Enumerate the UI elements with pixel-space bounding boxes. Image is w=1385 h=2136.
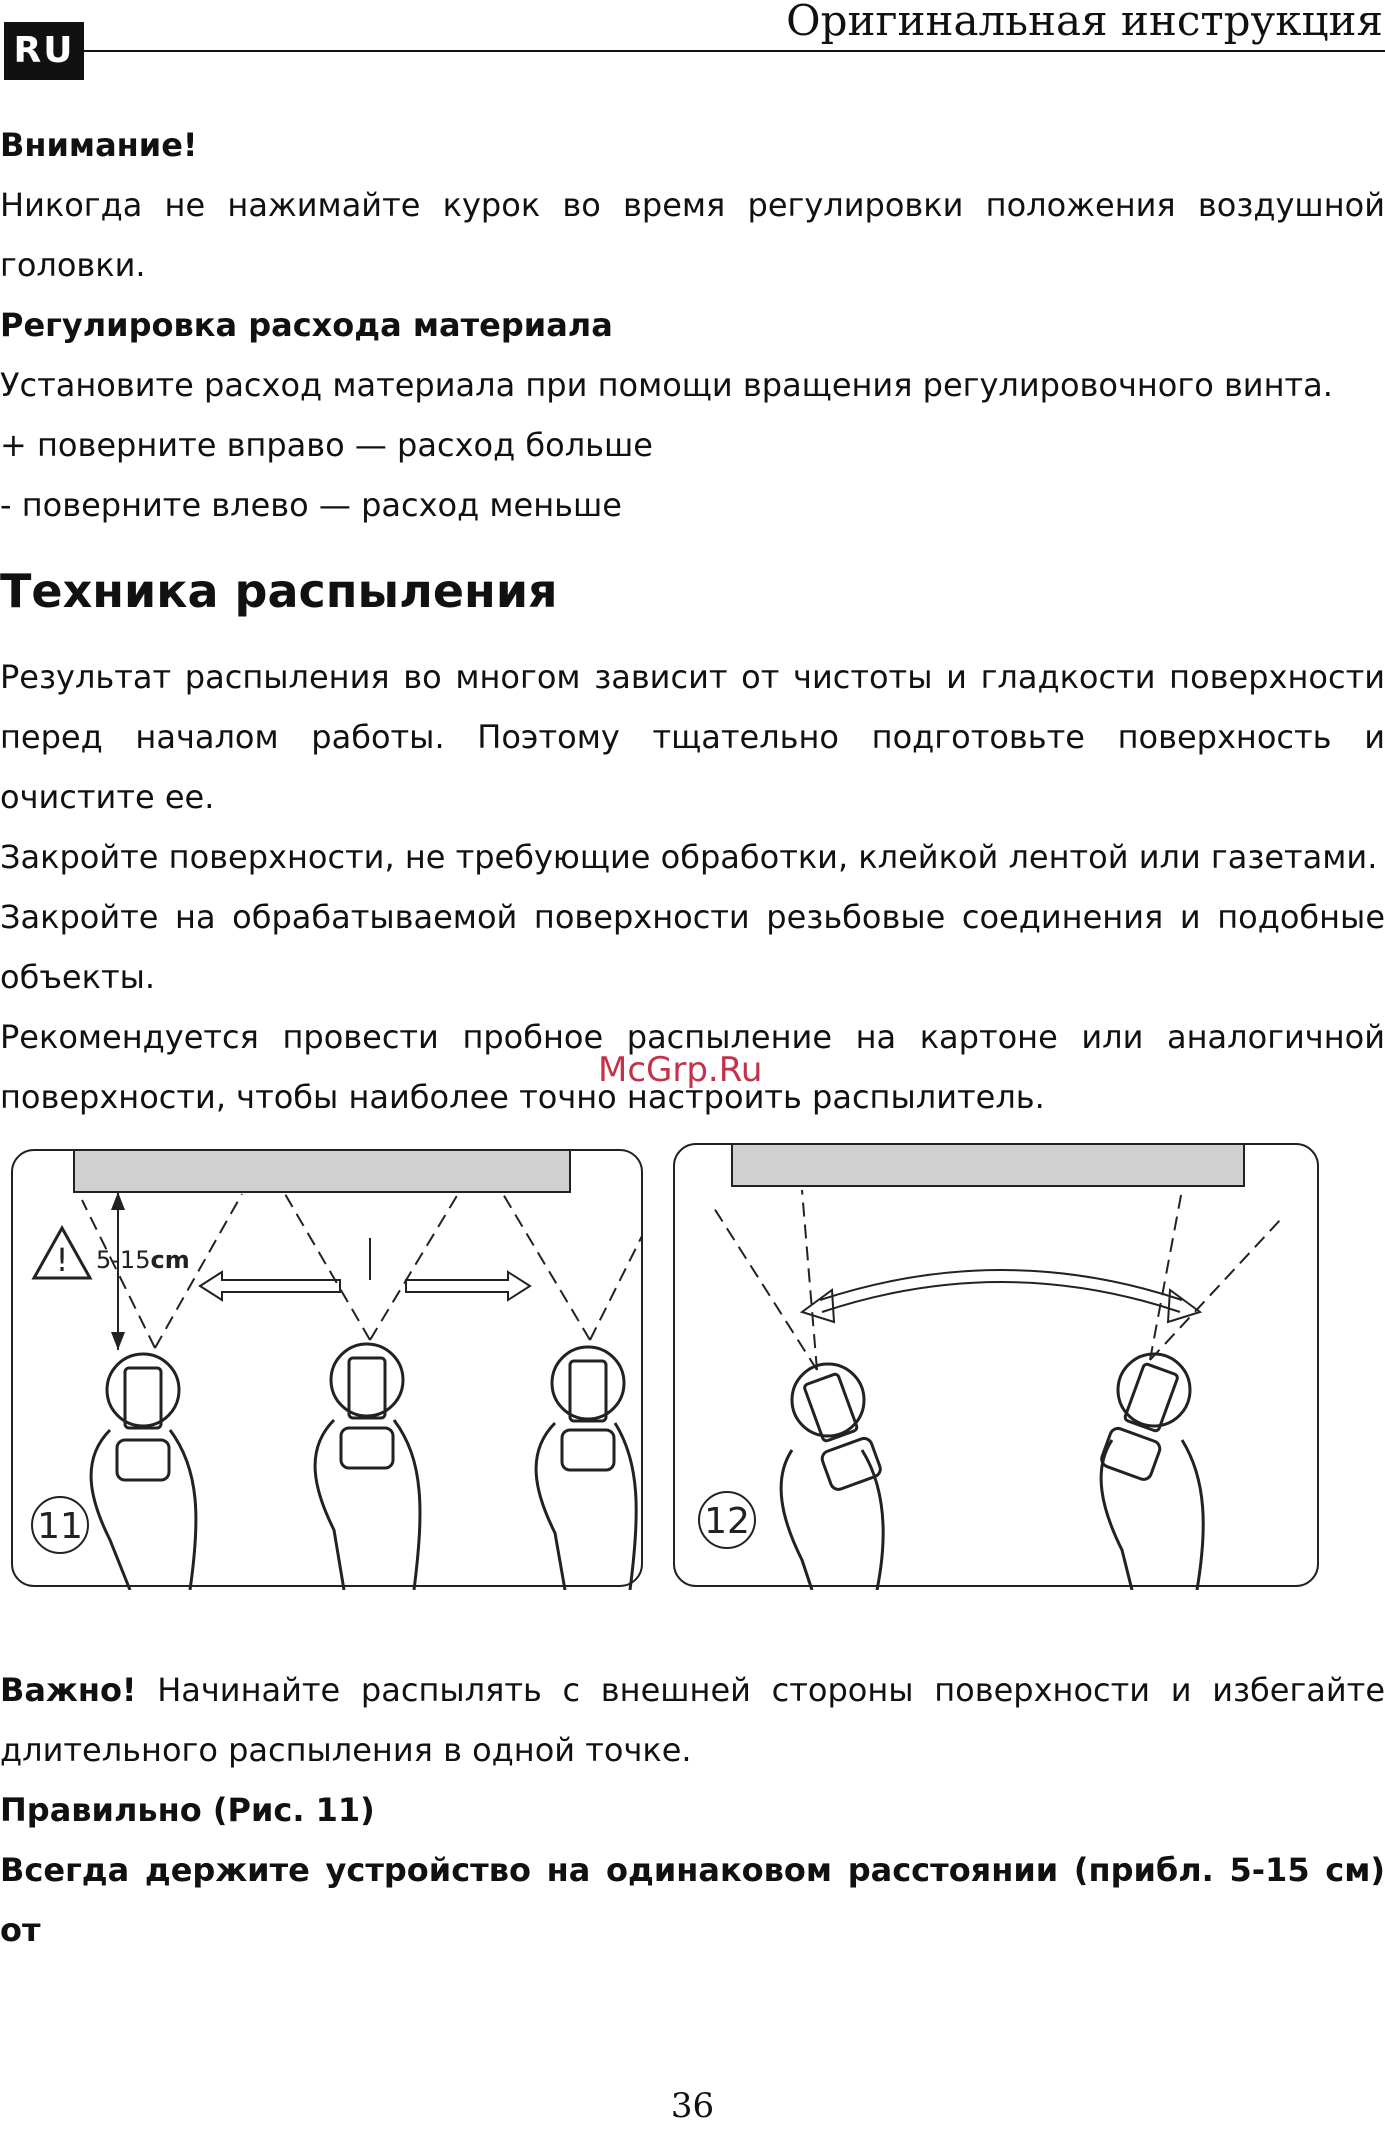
figures: ! 5-15cm — [10, 1140, 1330, 1590]
important-text: Начинайте распылять с внешней стороны по… — [0, 1671, 1385, 1769]
attention-title: Внимание! — [0, 126, 198, 164]
header-rule — [84, 50, 1385, 52]
important-label: Важно! — [0, 1671, 137, 1709]
attention-text: Никогда не нажимайте курок во время регу… — [0, 186, 1385, 284]
technique-heading: Техника распыления — [0, 564, 558, 618]
flow-minus: - поверните влево — расход меньше — [0, 486, 622, 524]
figure-11: ! 5-15cm — [10, 1140, 645, 1590]
technique-paragraph-2: Закройте поверхности, не требующие обраб… — [0, 838, 1378, 876]
language-badge: RU — [4, 22, 84, 80]
svg-text:5-15cm: 5-15cm — [96, 1246, 190, 1274]
figure-11-number: 11 — [37, 1506, 83, 1547]
page-header: RU Оригинальная инструкция — [0, 0, 1385, 90]
flow-title: Регулировка расхода материала — [0, 306, 613, 344]
important-paragraph: Важно! Начинайте распылять с внешней сто… — [0, 1660, 1385, 1780]
watermark: McGrp.Ru — [598, 1050, 763, 1090]
correct-text: Всегда держите устройство на одинаковом … — [0, 1851, 1385, 1949]
figure-12: 12 — [672, 1140, 1322, 1590]
header-title: Оригинальная инструкция — [776, 0, 1383, 45]
technique-paragraph-3: Закройте на обрабатываемой поверхности р… — [0, 898, 1385, 996]
svg-text:!: ! — [56, 1241, 69, 1279]
main-content: Внимание! Никогда не нажимайте курок во … — [0, 115, 1385, 1127]
correct-title: Правильно (Рис. 11) — [0, 1791, 375, 1829]
figure-12-number: 12 — [704, 1501, 750, 1542]
flow-text: Установите расход материала при помощи в… — [0, 366, 1333, 404]
technique-paragraph-1: Результат распыления во многом зависит о… — [0, 658, 1385, 816]
distance-label: 5-15 — [96, 1246, 150, 1274]
technique-paragraph-4: Рекомендуется провести пробное распылени… — [0, 1018, 1385, 1116]
bottom-content: Важно! Начинайте распылять с внешней сто… — [0, 1660, 1385, 1960]
page-number: 36 — [670, 2086, 715, 2126]
flow-plus: + поверните вправо — расход больше — [0, 426, 653, 464]
warning-icon: ! — [31, 1224, 93, 1280]
